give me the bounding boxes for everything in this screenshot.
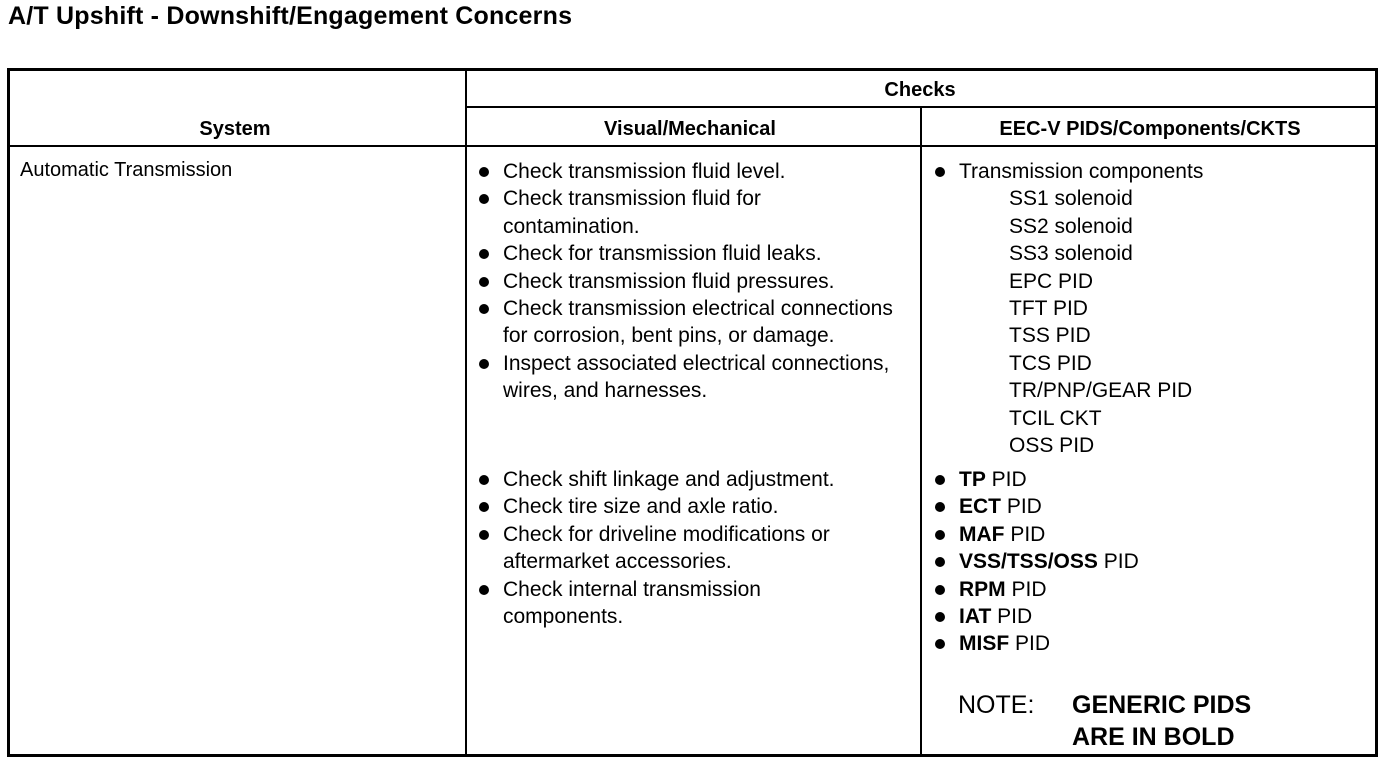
pid-suffix: PID bbox=[991, 605, 1033, 629]
pid-name: VSS/TSS/OSS bbox=[959, 550, 1098, 574]
header-checks: Checks bbox=[884, 79, 956, 101]
header-visual-mechanical: Visual/Mechanical bbox=[604, 118, 776, 140]
visual-checks-group-2: Check shift linkage and adjustment. Chec… bbox=[476, 466, 906, 630]
visual-check-item: Check for driveline modifications or aft… bbox=[476, 521, 906, 576]
header-divider-bottom bbox=[9, 145, 1376, 147]
eec-components-heading: Transmission components bbox=[932, 158, 1372, 185]
visual-check-item: Check tire size and axle ratio. bbox=[476, 493, 906, 520]
visual-check-item: Check for transmission fluid leaks. bbox=[476, 240, 906, 267]
pid-name: IAT bbox=[959, 605, 992, 629]
note-text: GENERIC PIDS ARE IN BOLD bbox=[1072, 691, 1252, 751]
pid-name: MISF bbox=[959, 632, 1010, 656]
visual-check-item: Inspect associated electrical connection… bbox=[476, 350, 906, 405]
pid-suffix: PID bbox=[985, 468, 1027, 491]
pid-name: RPM bbox=[959, 577, 1006, 601]
pid-suffix: PID bbox=[1004, 522, 1046, 546]
component-item: TCIL CKT bbox=[1009, 406, 1102, 430]
pid-item: TP PID bbox=[932, 466, 1372, 493]
note-label: NOTE: bbox=[958, 691, 1035, 719]
pid-item: RPM PID bbox=[932, 576, 1372, 603]
visual-check-item: Check transmission electrical connection… bbox=[476, 295, 906, 350]
pid-name: TP bbox=[959, 468, 986, 491]
header-eec-v: EEC-V PIDS/Components/CKTS bbox=[999, 118, 1301, 140]
pid-item: MAF PID bbox=[932, 521, 1372, 548]
system-value: Automatic Transmission bbox=[20, 159, 233, 181]
component-item: EPC PID bbox=[1009, 269, 1094, 293]
eec-components: Transmission components SS1 solenoid SS2… bbox=[932, 158, 1372, 459]
visual-check-item: Check transmission fluid level. bbox=[476, 158, 906, 185]
pid-name: MAF bbox=[959, 522, 1005, 546]
pid-item: IAT PID bbox=[932, 603, 1372, 630]
header-divider-checks bbox=[466, 106, 1376, 108]
visual-check-item: Check shift linkage and adjustment. bbox=[476, 466, 906, 493]
header-system: System bbox=[199, 118, 271, 140]
page-title: A/T Upshift - Downshift/Engagement Conce… bbox=[8, 2, 573, 30]
pid-suffix: PID bbox=[1009, 632, 1051, 656]
pid-item: VSS/TSS/OSS PID bbox=[932, 548, 1372, 575]
component-item: OSS PID bbox=[1009, 434, 1095, 458]
pid-item: MISF PID bbox=[932, 630, 1372, 657]
component-item: TFT PID bbox=[1009, 297, 1088, 321]
column-divider-system bbox=[465, 70, 467, 756]
pid-name: ECT bbox=[959, 495, 1001, 519]
column-divider-checks bbox=[920, 106, 922, 756]
component-item: TCS PID bbox=[1009, 351, 1092, 375]
eec-pids: TP PID ECT PID MAF PID VSS/TSS/OSS PID R… bbox=[932, 466, 1372, 658]
pid-suffix: PID bbox=[1097, 550, 1139, 574]
component-item: SS2 solenoid bbox=[1009, 214, 1133, 238]
pid-suffix: PID bbox=[1001, 495, 1042, 519]
visual-check-item: Check transmission fluid pressures. bbox=[476, 268, 906, 295]
pid-suffix: PID bbox=[1005, 577, 1047, 601]
pid-item: ECT PID bbox=[932, 493, 1372, 520]
visual-check-item: Check internal transmission components. bbox=[476, 576, 843, 631]
component-item: SS3 solenoid bbox=[1009, 242, 1133, 266]
concerns-table bbox=[7, 68, 1378, 757]
visual-check-item: Check transmission fluid for contaminati… bbox=[476, 185, 813, 240]
component-item: TR/PNP/GEAR PID bbox=[1009, 379, 1193, 403]
visual-checks-group-1: Check transmission fluid level. Check tr… bbox=[476, 158, 906, 405]
component-item: SS1 solenoid bbox=[1009, 187, 1133, 211]
component-item: TSS PID bbox=[1009, 324, 1091, 348]
generic-pids-note: NOTE: GENERIC PIDS ARE IN BOLD bbox=[958, 689, 1373, 755]
